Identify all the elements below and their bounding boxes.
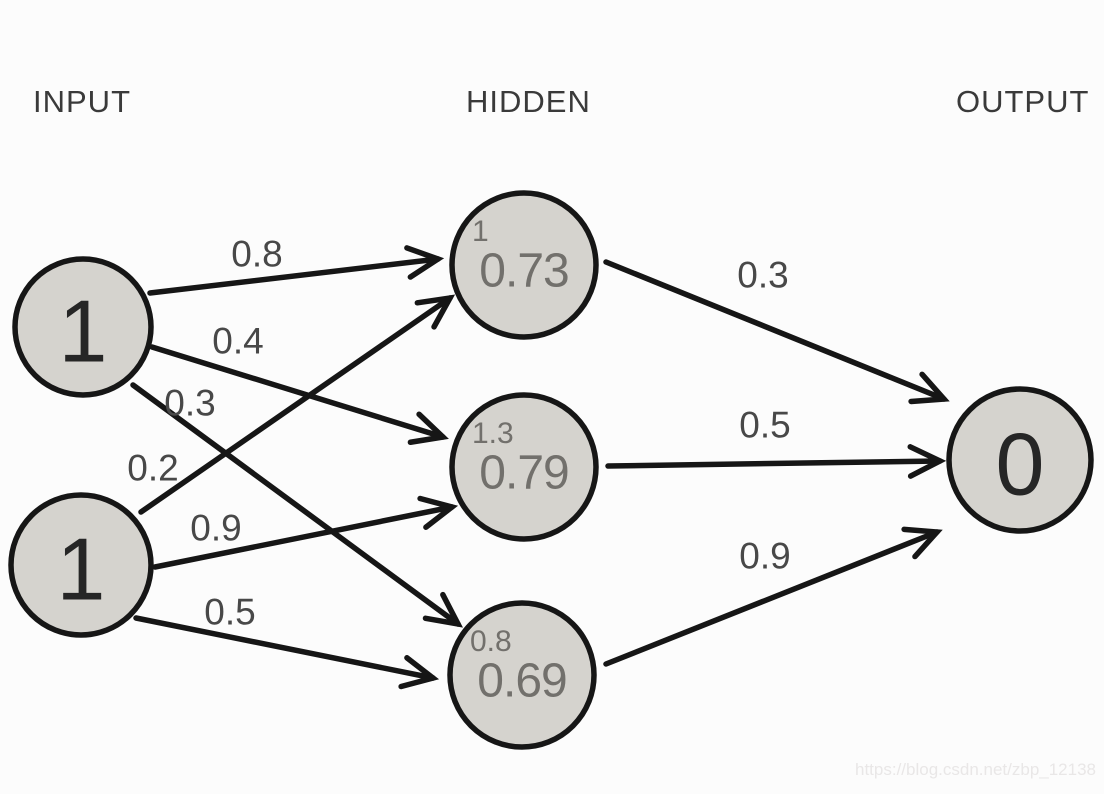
node-circle [8,492,154,638]
edge-line [133,615,436,681]
edge-line [603,259,947,402]
node-hidden-1: 10.73 [449,190,599,340]
arrowhead-icon [908,371,950,405]
edge-weight-label: 0.5 [739,405,790,446]
node-weighted-sum-label: 1.3 [472,417,514,450]
edge-input-2-hidden-1: 0.2 [127,294,456,515]
edge-input-1-hidden-2: 0.4 [149,321,449,446]
edge-input-2-hidden-2: 0.9 [152,495,459,570]
node-circle [449,392,599,542]
edge-line [603,529,940,667]
edge-input-2-hidden-3: 0.5 [133,592,440,690]
watermark-url: https://blog.csdn.net/zbp_12138 [854,760,1096,779]
node-value-label: 0 [996,415,1045,514]
node-value-label: 0.73 [479,245,568,298]
layer-label-output: OUTPUT [956,84,1090,119]
edge-input-1-hidden-1: 0.8 [147,234,445,296]
edge-line [605,458,943,469]
edge-weight-label: 0.4 [212,321,263,362]
node-value-label: 0.69 [477,655,566,708]
arrowhead-icon [398,655,440,690]
node-hidden-3: 0.80.69 [447,600,597,750]
edge-weight-label: 0.2 [127,448,178,489]
edge-line [149,344,446,440]
edge-weight-label: 0.9 [190,508,241,549]
edge-line [152,504,455,570]
edge-line [138,295,453,515]
node-hidden-2: 1.30.79 [449,392,599,542]
edge-hidden-1-output-1: 0.3 [603,255,950,405]
layer-label-hidden: HIDDEN [466,84,591,119]
arrowhead-icon [907,444,947,479]
node-circle [12,256,154,398]
node-circle [449,190,599,340]
edge-hidden-3-output-1: 0.9 [603,526,943,667]
node-weighted-sum-label: 0.8 [470,625,512,658]
arrowhead-icon [414,294,456,330]
node-value-label: 1 [59,282,108,381]
edge-weight-label: 0.5 [204,592,255,633]
node-weighted-sum-label: 1 [472,215,489,248]
arrowhead-icon [901,526,943,560]
arrowhead-icon [417,495,459,530]
edge-weight-label: 0.3 [737,255,788,296]
node-circle [447,600,597,750]
edge-weight-label: 0.3 [164,383,215,424]
node-input-2: 1 [8,492,154,638]
layer-label-input: INPUT [33,84,131,119]
node-circle [946,386,1094,534]
node-output-1: 0 [946,386,1094,534]
arrowhead-icon [407,411,449,446]
edge-hidden-2-output-1: 0.5 [605,405,947,479]
arrowhead-icon [422,591,463,628]
node-input-1: 1 [12,256,154,398]
arrowhead-icon [404,245,445,280]
edge-input-1-hidden-3: 0.3 [130,382,463,628]
edge-weight-label: 0.9 [739,536,790,577]
node-value-label: 0.79 [479,447,568,500]
edge-line [147,256,441,296]
node-value-label: 1 [57,520,106,619]
edge-weight-label: 0.8 [231,234,282,275]
edge-line [130,382,461,627]
